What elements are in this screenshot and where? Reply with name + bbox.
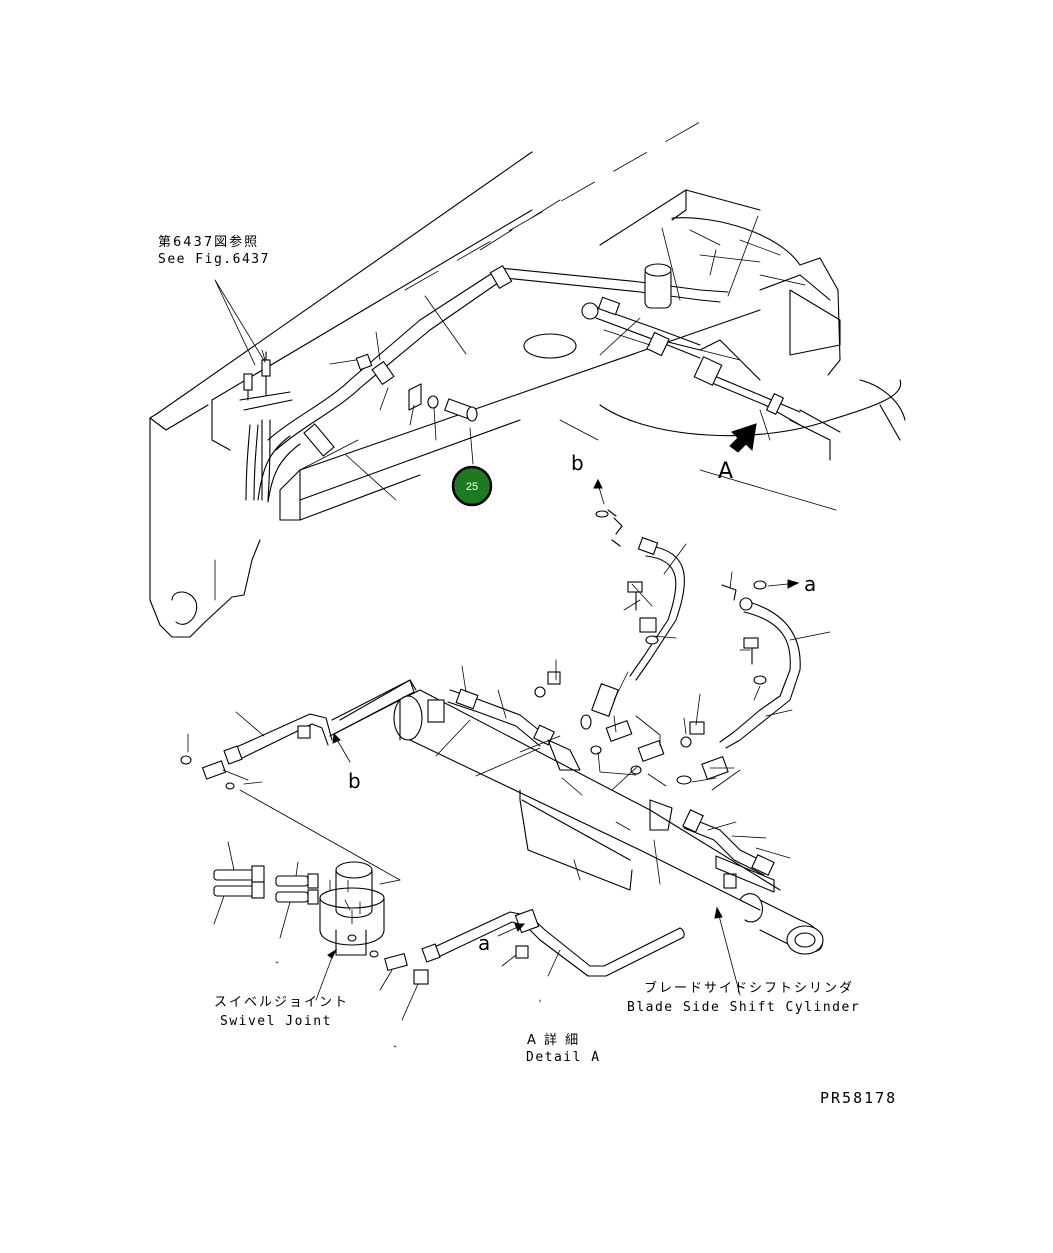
detail-label-en: Detail A — [526, 1050, 601, 1065]
marker-a-bottom: a — [478, 931, 490, 955]
bottom-pipe — [275, 908, 685, 1048]
detail-a-assembly — [180, 509, 831, 955]
marker-a-right: a — [804, 572, 816, 596]
view-arrow-a — [729, 423, 757, 453]
swivel-joint-label-jp: スイベルジョイント — [214, 995, 349, 1010]
swivel-joint — [213, 841, 429, 1021]
detail-label-jp: A 詳 細 — [527, 1032, 580, 1048]
marker-b-top: b — [571, 451, 584, 475]
part-badge-circle[interactable] — [451, 465, 493, 507]
cylinder-label-en: Blade Side Shift Cylinder — [627, 1000, 860, 1015]
marker-arrows — [332, 478, 800, 996]
fittings — [534, 581, 767, 785]
upper-leader-lines — [214, 215, 771, 501]
upper-hose-routing — [239, 263, 841, 503]
part-badge-25[interactable]: 25 — [451, 465, 493, 507]
part-badge-number[interactable]: 25 — [466, 481, 478, 493]
see-fig-label-jp: 第6437図参照 — [158, 234, 259, 250]
view-marker-a: A — [718, 459, 733, 484]
see-fig-label-en: See Fig.6437 — [158, 252, 270, 267]
machine-frame — [149, 121, 906, 638]
cylinder-label-jp: ブレードサイドシフトシリンダ — [644, 980, 854, 996]
marker-b-left: b — [348, 769, 361, 793]
swivel-joint-label-en: Swivel Joint — [220, 1014, 332, 1029]
drawing-code: PR58178 — [820, 1089, 897, 1107]
